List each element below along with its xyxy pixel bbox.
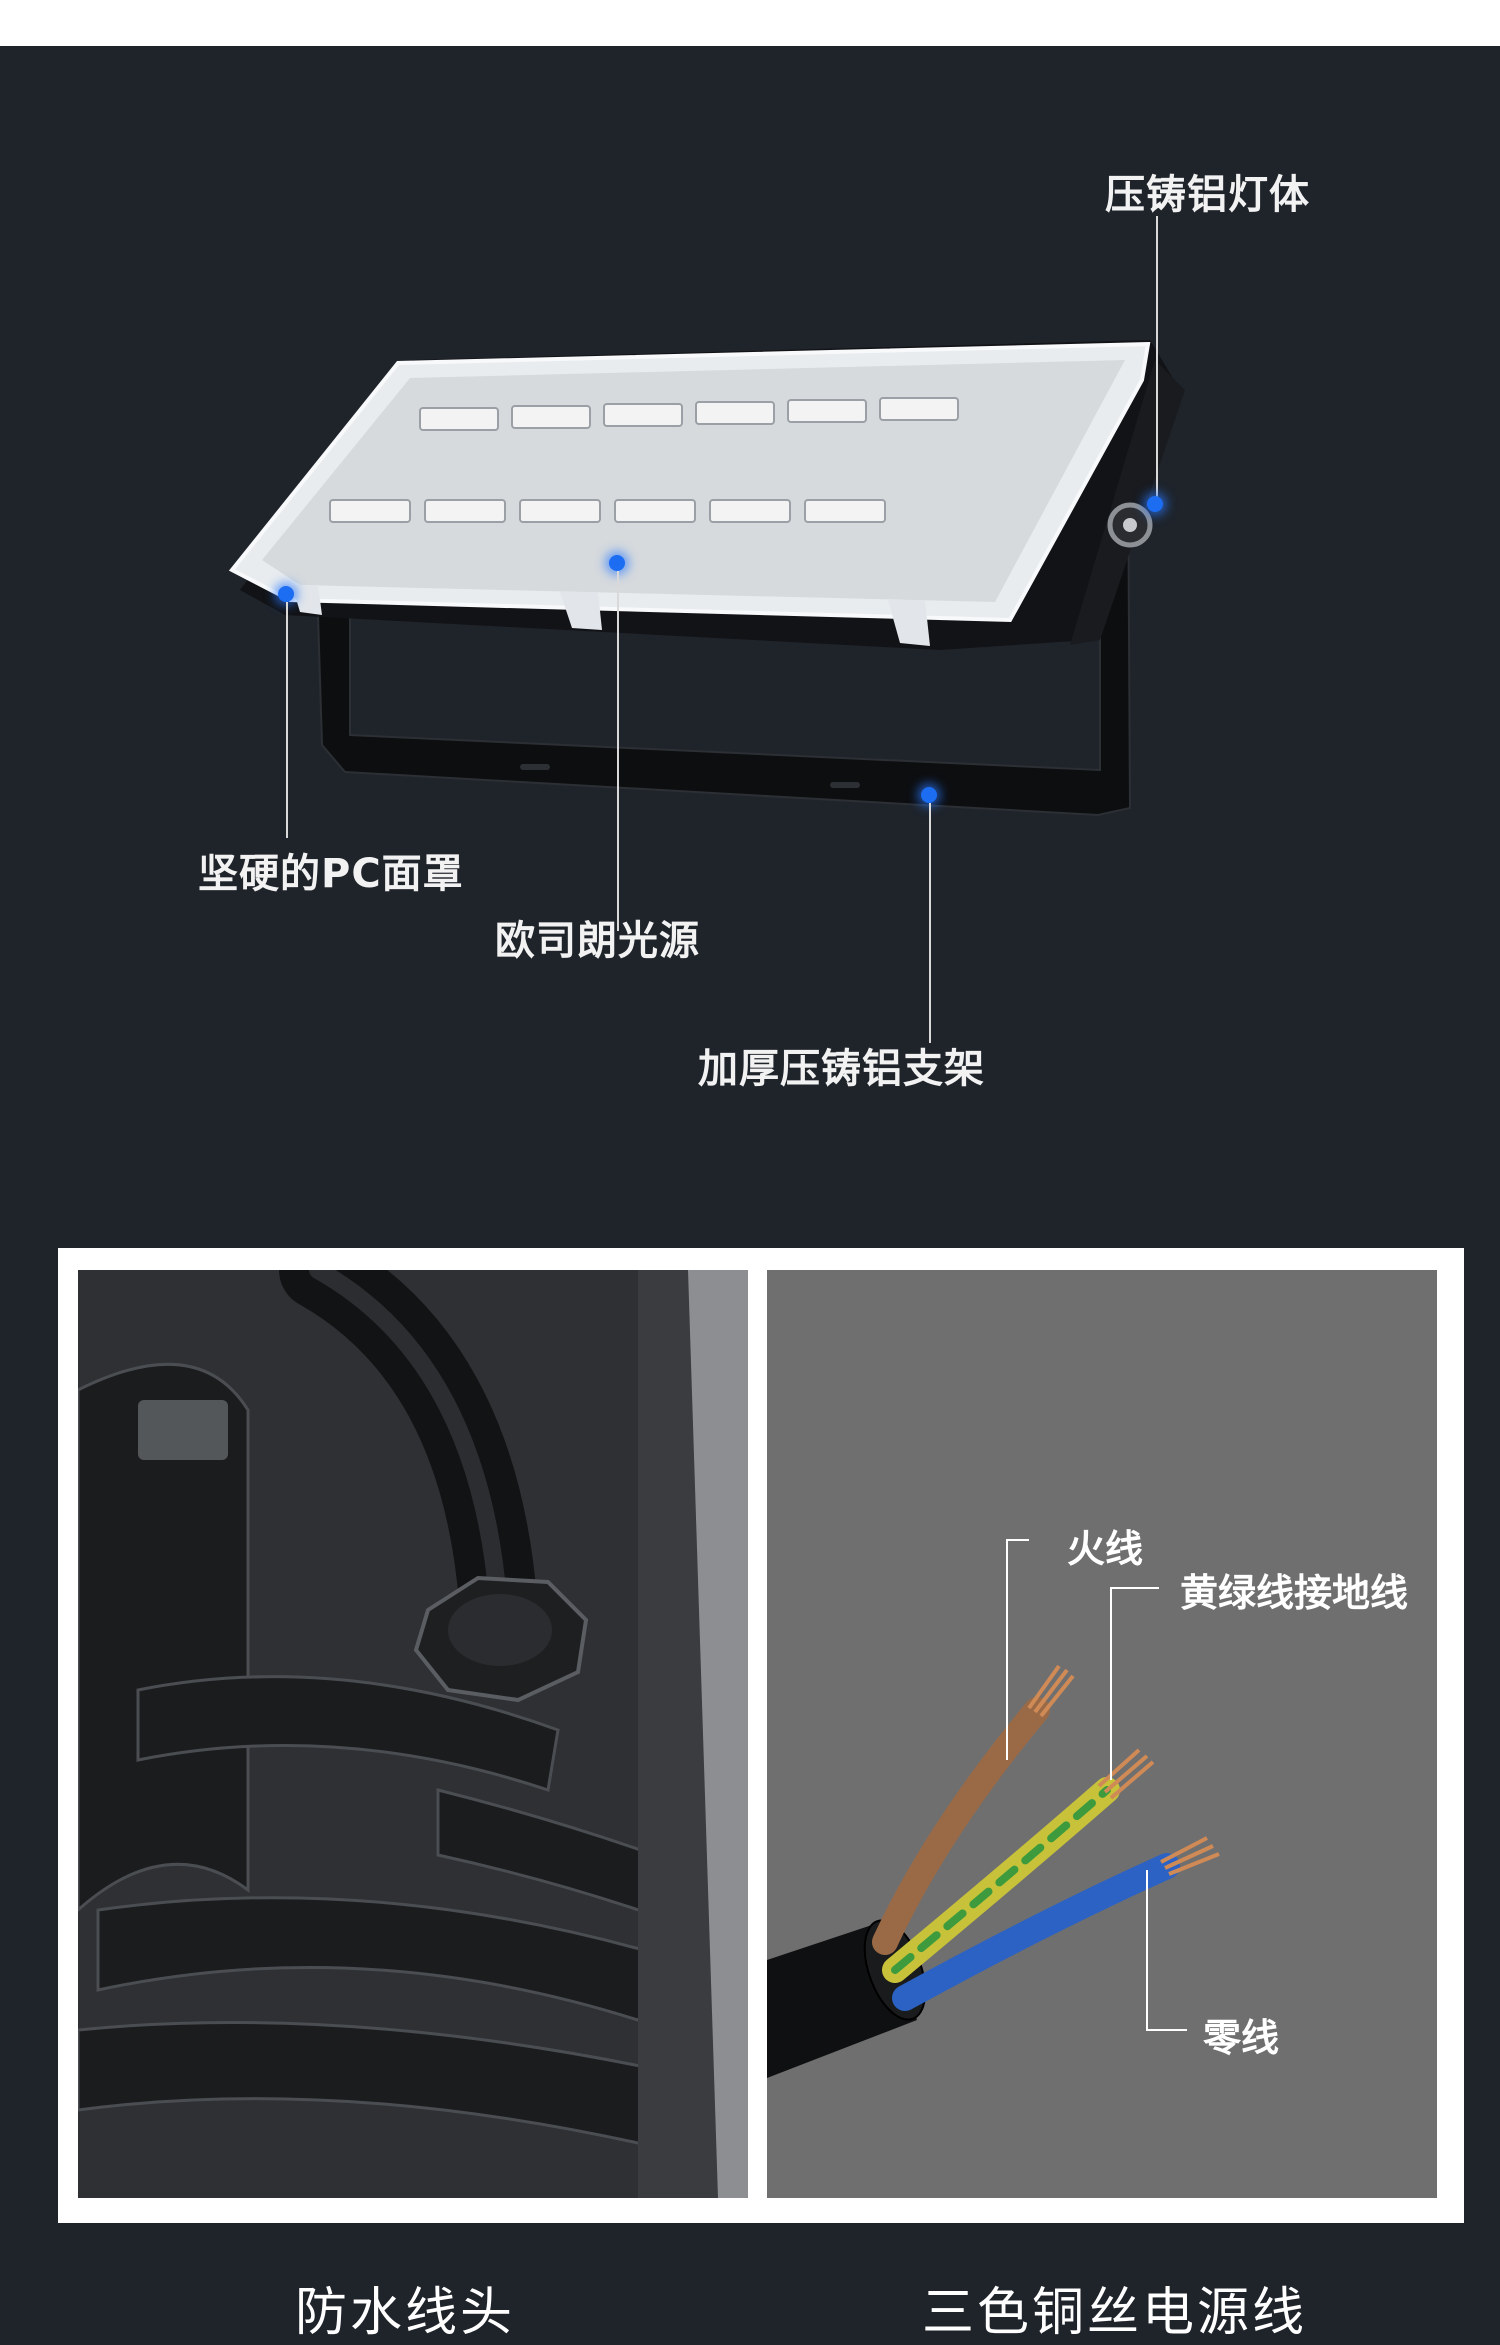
- callout-housing-line: [1156, 216, 1158, 506]
- callout-bracket: 加厚压铸铝支架: [698, 1046, 985, 1092]
- product-hero: 压铸铝灯体 坚硬的PC面罩 欧司朗光源 加厚压铸铝支架: [0, 46, 1500, 1246]
- callout-cover-line: [286, 602, 288, 838]
- waterproof-connector-photo: [78, 1270, 748, 2198]
- wire-label-ground: 黄绿线接地线: [1180, 1571, 1409, 1615]
- cable-gland-image: [78, 1270, 748, 2198]
- power-cable-image: [767, 1270, 1437, 2198]
- caption-power-cable: 三色铜丝电源线: [922, 2283, 1308, 2343]
- callout-cover-dot: [278, 586, 294, 602]
- wire-label-neutral: 零线: [1203, 2016, 1280, 2060]
- callout-cover: 坚硬的PC面罩: [198, 851, 464, 897]
- callout-bracket-line: [929, 803, 931, 1043]
- floodlight-image: [228, 340, 1185, 817]
- callout-light-source-dot: [609, 555, 625, 571]
- led-row-bottom: [329, 499, 886, 523]
- callout-bracket-dot: [921, 787, 937, 803]
- power-cable-photo: 火线 黄绿线接地线 零线: [767, 1270, 1437, 2198]
- callout-housing: 压铸铝灯体: [1105, 172, 1310, 218]
- callout-light-source-line: [617, 571, 619, 931]
- callout-light-source: 欧司朗光源: [495, 918, 700, 964]
- wire-label-live: 火线: [1067, 1527, 1144, 1571]
- led-row-top: [419, 397, 959, 431]
- top-white-strip: [0, 0, 1500, 46]
- callout-housing-dot: [1147, 496, 1163, 512]
- caption-waterproof-connector: 防水线头: [295, 2283, 516, 2343]
